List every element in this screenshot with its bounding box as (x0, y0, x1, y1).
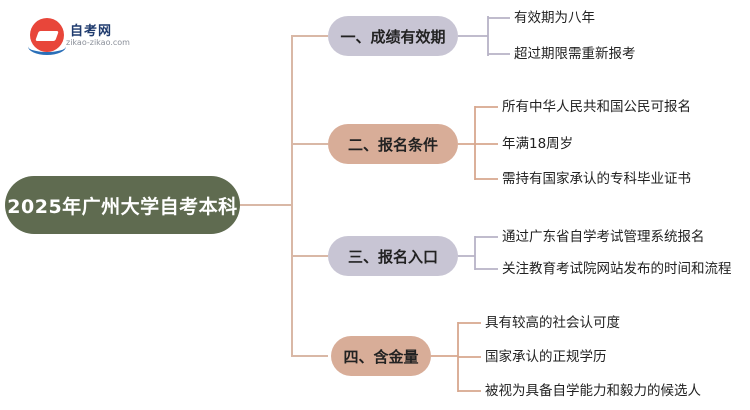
branch-node-value: 四、含金量 (331, 336, 431, 376)
branch-2-links (458, 106, 498, 180)
branch-node-entry: 三、报名入口 (328, 236, 458, 276)
root-link-1 (240, 35, 328, 206)
site-logo[interactable]: 自考网 zikao-zikao.com (28, 16, 150, 56)
branch-4-links (431, 322, 481, 392)
leaf-item: 所有中华人民共和国公民可报名 (502, 99, 691, 115)
leaf-item: 国家承认的正规学历 (485, 349, 607, 365)
leaf-item: 超过期限需重新报考 (514, 46, 636, 62)
branch-node-conditions: 二、报名条件 (328, 124, 458, 164)
leaf-item: 被视为具备自学能力和毅力的候选人 (485, 383, 701, 399)
leaf-item: 通过广东省自学考试管理系统报名 (502, 229, 705, 245)
swoosh-icon (28, 38, 66, 55)
branch-3-links (458, 236, 498, 270)
leaf-item: 具有较高的社会认可度 (485, 315, 620, 331)
branch-node-validity: 一、成绩有效期 (328, 16, 458, 56)
logo-name: 自考网 (70, 24, 113, 39)
leaf-item: 需持有国家承认的专科毕业证书 (502, 171, 691, 187)
leaf-item: 年满18周岁 (502, 136, 574, 152)
logo-url: zikao-zikao.com (66, 38, 130, 47)
root-link-4 (291, 256, 328, 357)
leaf-item: 关注教育考试院网站发布的时间和流程 (502, 261, 732, 277)
root-node: 2025年广州大学自考本科 (5, 176, 240, 234)
root-link-3 (291, 205, 328, 257)
branch-1-links (458, 16, 510, 56)
leaf-item: 有效期为八年 (514, 10, 595, 26)
